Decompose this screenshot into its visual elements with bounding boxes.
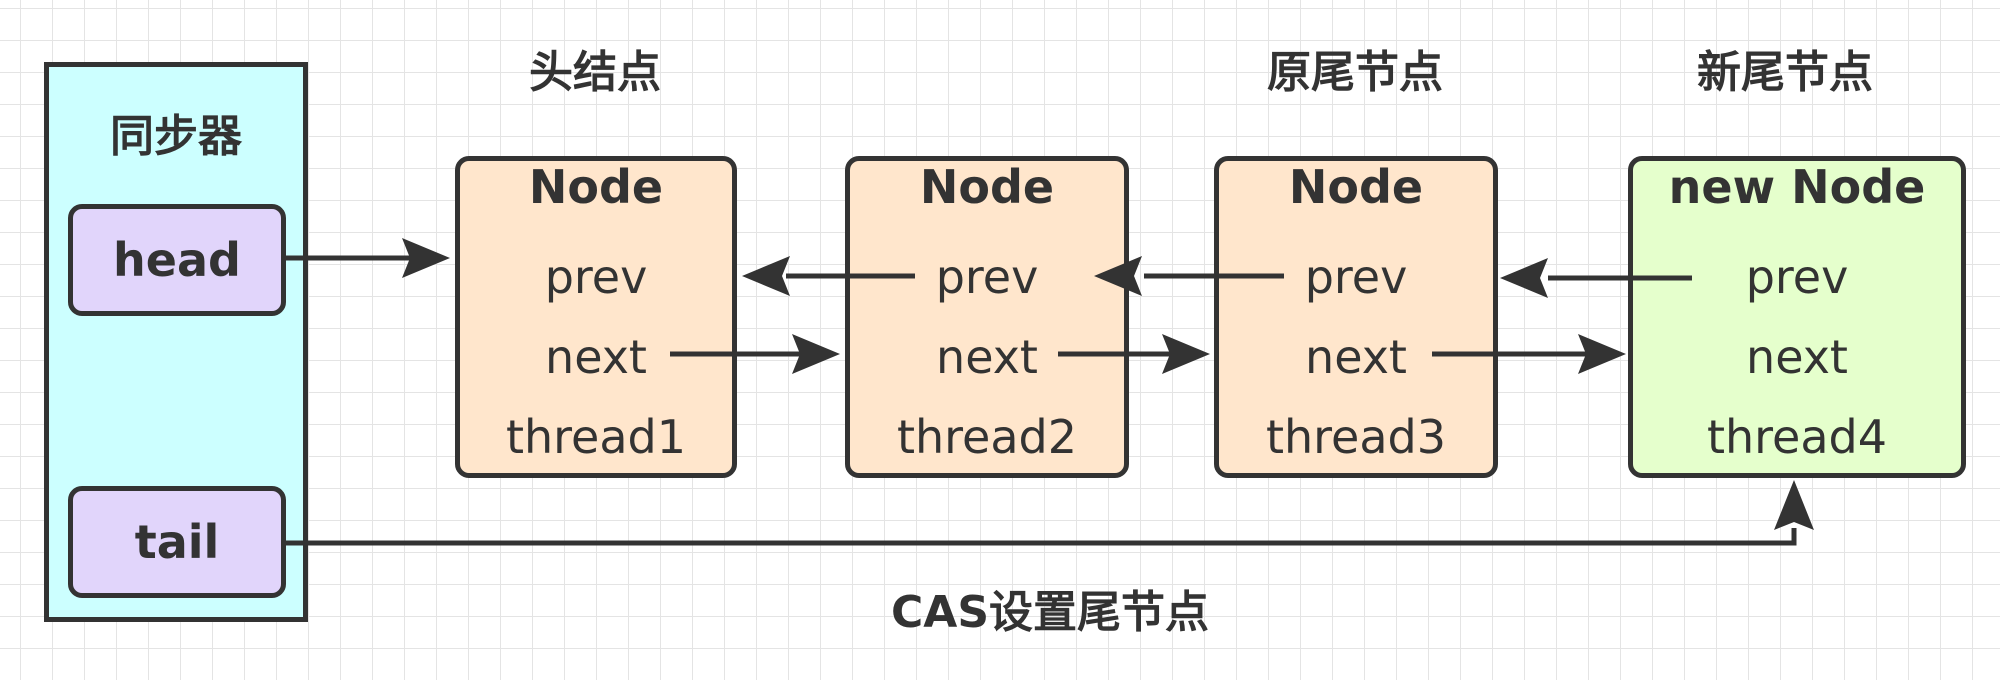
heading-new-tail: 新尾节点 bbox=[1697, 47, 1873, 98]
heading-old-tail: 原尾节点 bbox=[1267, 47, 1443, 98]
node-3-next: next bbox=[1305, 330, 1407, 384]
cas-label: CAS设置尾节点 bbox=[890, 587, 1210, 638]
node-new bbox=[1628, 156, 1966, 478]
heading-head-node: 头结点 bbox=[529, 47, 661, 98]
arrow-tail-to-new-node bbox=[286, 528, 1797, 546]
node-3 bbox=[1214, 156, 1498, 478]
arrowhead-next-1-2 bbox=[792, 334, 840, 374]
node-2-title: Node bbox=[919, 160, 1055, 214]
node-3-prev: prev bbox=[1304, 250, 1408, 304]
node-1 bbox=[455, 156, 737, 478]
node-2-prev: prev bbox=[935, 250, 1039, 304]
arrowhead-next-2-3 bbox=[1162, 334, 1210, 374]
arrowhead-tail-to-new-node bbox=[1774, 480, 1814, 530]
node-new-thread: thread4 bbox=[1706, 410, 1888, 464]
node-new-title: new Node bbox=[1668, 160, 1926, 214]
node-3-thread: thread3 bbox=[1265, 410, 1447, 464]
node-2-thread: thread2 bbox=[896, 410, 1078, 464]
arrowhead-prev-4-3 bbox=[1500, 258, 1548, 298]
node-3-title: Node bbox=[1288, 160, 1424, 214]
node-new-next: next bbox=[1746, 330, 1848, 384]
head-pointer: head bbox=[68, 204, 286, 316]
arrowhead-head-to-node1 bbox=[402, 238, 450, 278]
node-1-next: next bbox=[545, 330, 647, 384]
node-2-next: next bbox=[936, 330, 1038, 384]
arrowhead-next-3-4 bbox=[1578, 334, 1626, 374]
arrowhead-prev-2-1 bbox=[742, 256, 790, 296]
node-1-prev: prev bbox=[544, 250, 648, 304]
node-1-title: Node bbox=[528, 160, 664, 214]
node-2 bbox=[845, 156, 1129, 478]
node-1-thread: thread1 bbox=[505, 410, 687, 464]
arrowhead-prev-3-2 bbox=[1094, 256, 1142, 296]
synchronizer-title: 同步器 bbox=[110, 111, 242, 162]
node-new-prev: prev bbox=[1745, 250, 1849, 304]
tail-pointer: tail bbox=[68, 486, 286, 598]
